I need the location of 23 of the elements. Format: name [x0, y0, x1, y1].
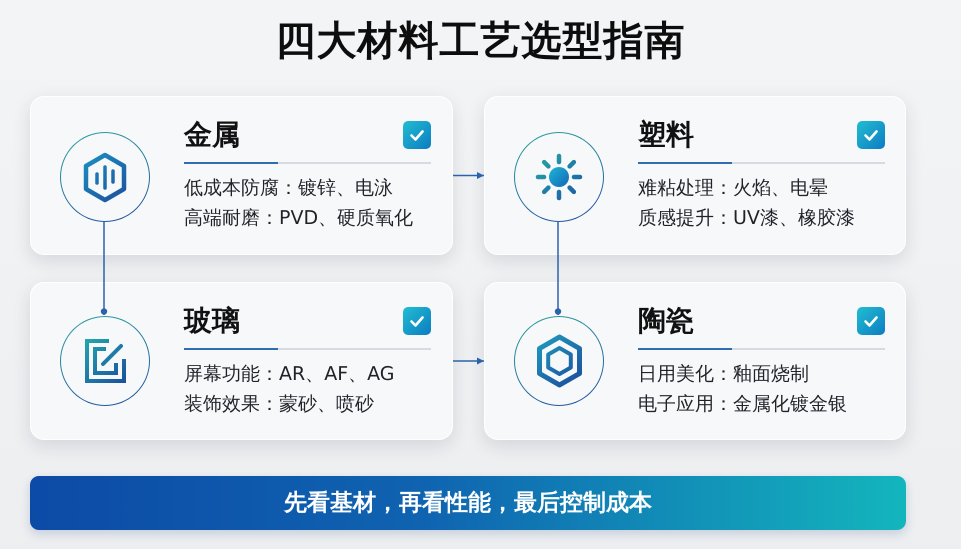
material-card	[484, 96, 906, 255]
card-heading: 金属	[184, 117, 240, 153]
card-text: 日用美化：釉面烧制	[638, 362, 809, 387]
card-text: 装饰效果：蒙砂、喷砂	[184, 392, 374, 417]
material-card	[30, 96, 453, 255]
title: 四大材料工艺选型指南	[276, 17, 686, 65]
card-text: 高端耐磨：PVD、硬质氧化	[184, 206, 414, 231]
connector-arrow	[453, 172, 484, 179]
card-text: 质感提升：UV漆、橡胶漆	[638, 206, 855, 231]
connector-arrow	[453, 358, 484, 364]
card-text: 低成本防腐：镀锌、电泳	[184, 176, 393, 201]
card-heading: 塑料	[638, 117, 694, 153]
card-heading: 陶瓷	[638, 303, 694, 339]
card-text: 屏幕功能：AR、AF、AG	[184, 362, 395, 387]
card-text: 难粘处理：火焰、电晕	[638, 176, 828, 201]
summary-banner	[30, 476, 906, 530]
banner-text: 先看基材，再看性能，最后控制成本	[284, 489, 652, 518]
card-heading: 玻璃	[184, 303, 240, 339]
connector-line	[554, 221, 562, 315]
connector-line	[100, 221, 108, 315]
material-card	[30, 282, 453, 440]
material-card	[484, 282, 906, 440]
card-text: 电子应用：金属化镀金银	[638, 392, 847, 417]
